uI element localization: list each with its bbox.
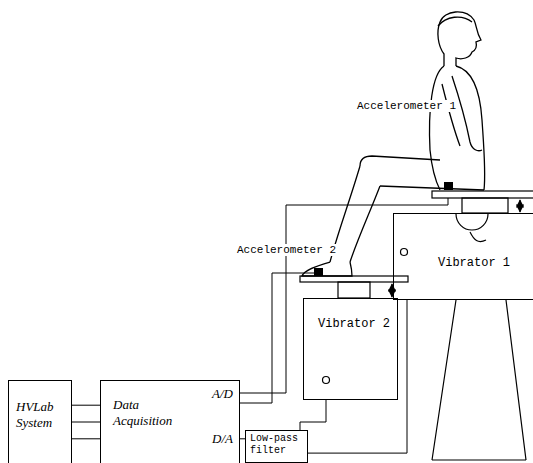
vibrator-box: Vibrator 2 <box>303 298 398 400</box>
box-label: Data Acquisition <box>113 397 193 428</box>
vibrator-stand <box>432 300 526 460</box>
connector-terminal <box>401 249 408 256</box>
signal-wire <box>300 400 326 430</box>
filter-box: Low-pass filter <box>245 430 308 463</box>
vibrator-box: Vibrator 1 <box>393 213 533 300</box>
box-label: Vibrator 2 <box>318 317 394 331</box>
box-label: HVLab System <box>16 399 68 430</box>
port-label: D/A <box>212 431 233 447</box>
seat-column <box>462 198 508 213</box>
signal-wire <box>72 438 100 439</box>
seat-plate <box>432 191 533 198</box>
box-label: Vibrator 1 <box>438 256 528 270</box>
port-label: A/D <box>212 386 233 402</box>
signal-wire <box>72 405 100 406</box>
accelerometer-2 <box>314 268 323 276</box>
sensor-label: Accelerometer 1 <box>356 100 457 112</box>
motion-arrow <box>519 200 520 212</box>
foot-column <box>338 282 370 298</box>
motor-detail <box>470 232 486 242</box>
sensor-label: Accelerometer 2 <box>236 244 337 256</box>
accelerometer-1 <box>444 182 453 190</box>
signal-wire <box>72 422 100 423</box>
motor-symbol <box>456 214 488 230</box>
connector-terminal <box>323 377 330 384</box>
signal-wire <box>308 300 407 453</box>
box-label: Low-pass filter <box>250 433 304 457</box>
system-box: HVLab System <box>8 380 72 463</box>
signal-wire <box>240 198 448 393</box>
acquisition-box: Data Acquisition A/D D/A <box>100 380 240 463</box>
foot-plate <box>300 276 408 282</box>
